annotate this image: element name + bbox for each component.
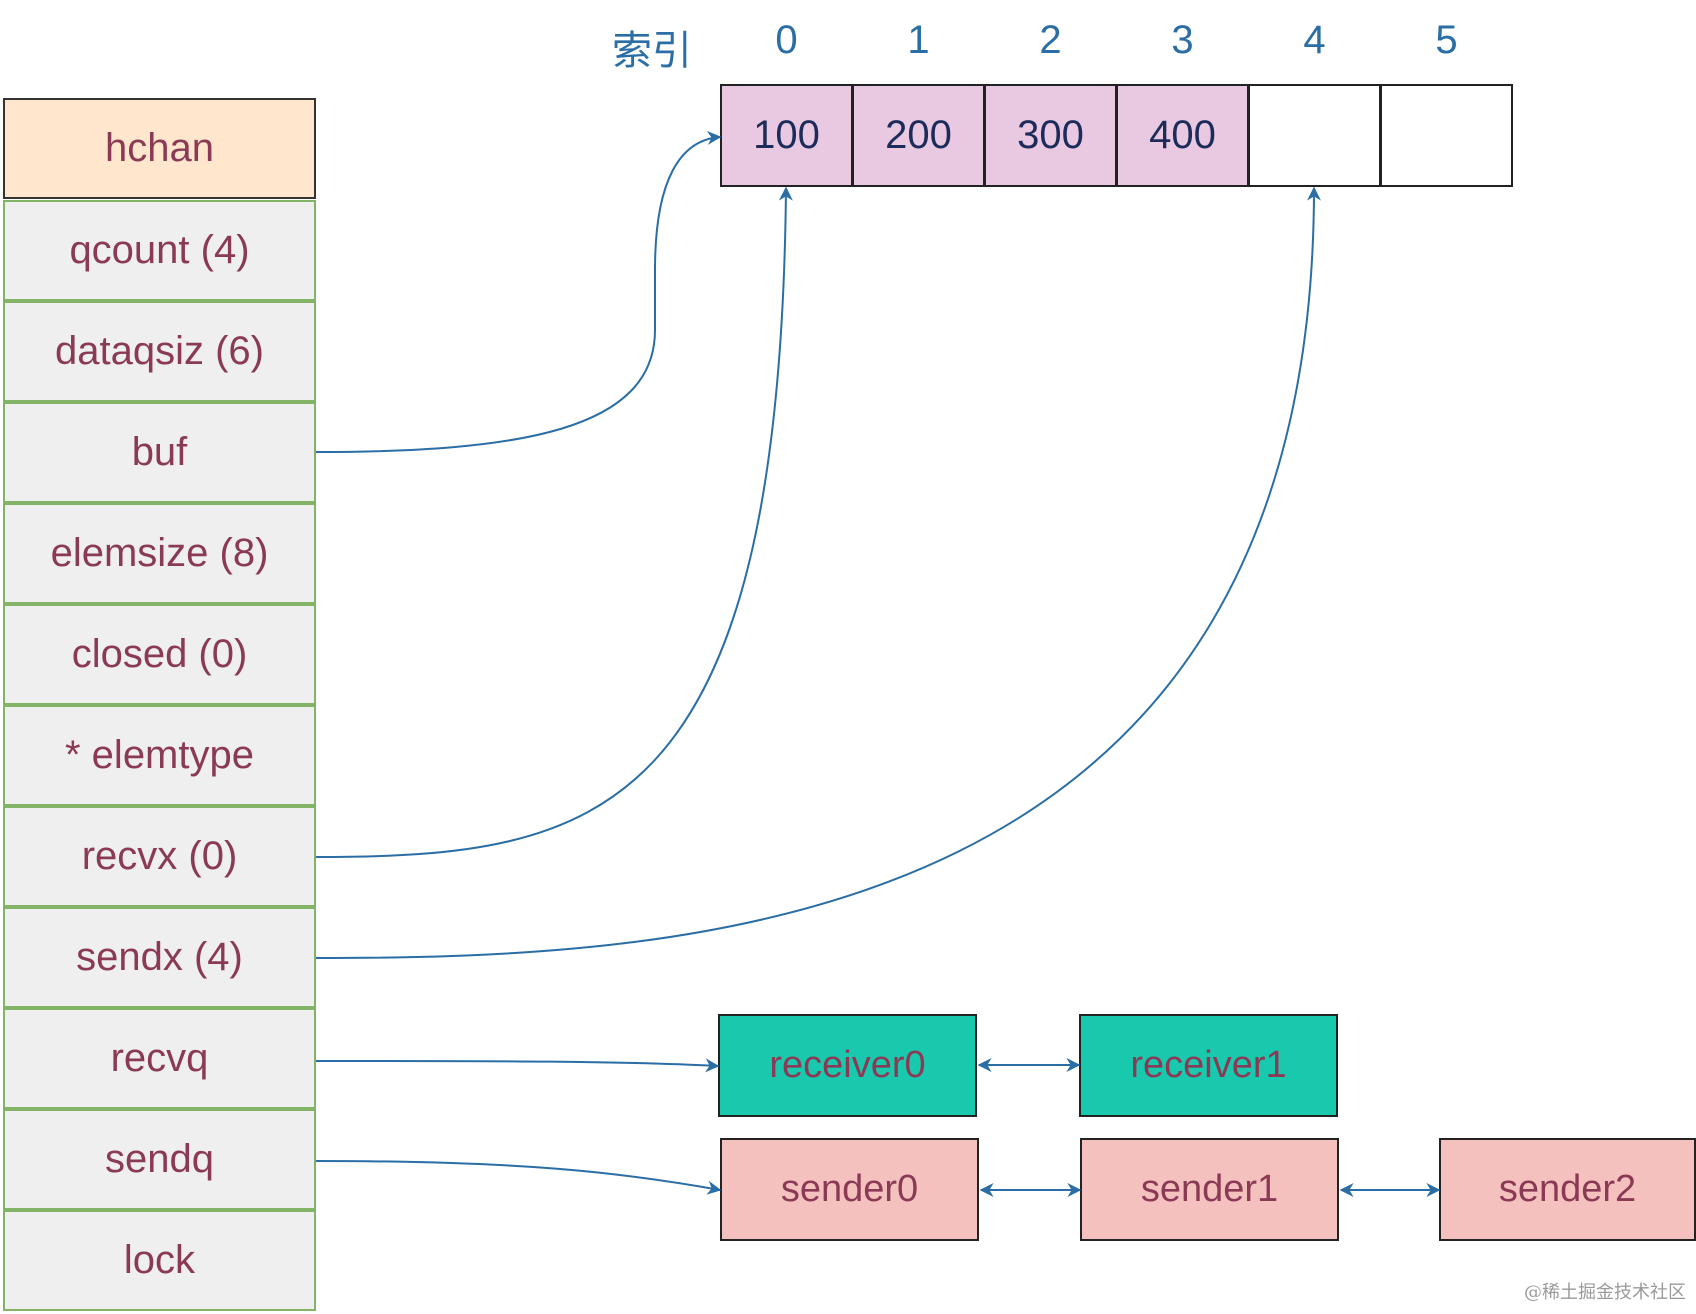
field-buf: buf [3,402,316,503]
index-2: 2 [1039,18,1062,62]
buf-arrow [315,130,722,453]
field-sendx: sendx (4) [3,907,316,1008]
watermark: @稀土掘金技术社区 [1524,1282,1686,1303]
index-5: 5 [1435,18,1458,62]
hchan-header: hchan [3,98,316,199]
field-elemtype: * elemtype [3,705,316,806]
field-lock: lock [3,1210,316,1311]
recvq-arrow [315,1058,720,1073]
receiver-0: receiver0 [718,1014,977,1117]
buffer-cell-3: 400 [1116,84,1249,187]
field-dataqsiz: dataqsiz (6) [3,301,316,402]
sender-2: sender2 [1439,1138,1696,1241]
index-label: 索引 [612,28,692,74]
field-recvq: recvq [3,1008,316,1109]
index-4: 4 [1303,18,1326,62]
receiver-1: receiver1 [1079,1014,1338,1117]
sendq-arrow [315,1160,722,1195]
sender-0: sender0 [720,1138,979,1241]
index-0: 0 [775,18,798,62]
index-3: 3 [1171,18,1194,62]
field-sendq: sendq [3,1109,316,1210]
field-elemsize: elemsize (8) [3,503,316,604]
sendx-arrow [315,186,1321,959]
field-qcount: qcount (4) [3,200,316,301]
field-recvx: recvx (0) [3,806,316,907]
recvx-arrow [315,186,793,858]
index-1: 1 [907,18,930,62]
sender-1: sender1 [1080,1138,1339,1241]
buffer-cell-5 [1380,84,1513,187]
field-closed: closed (0) [3,604,316,705]
